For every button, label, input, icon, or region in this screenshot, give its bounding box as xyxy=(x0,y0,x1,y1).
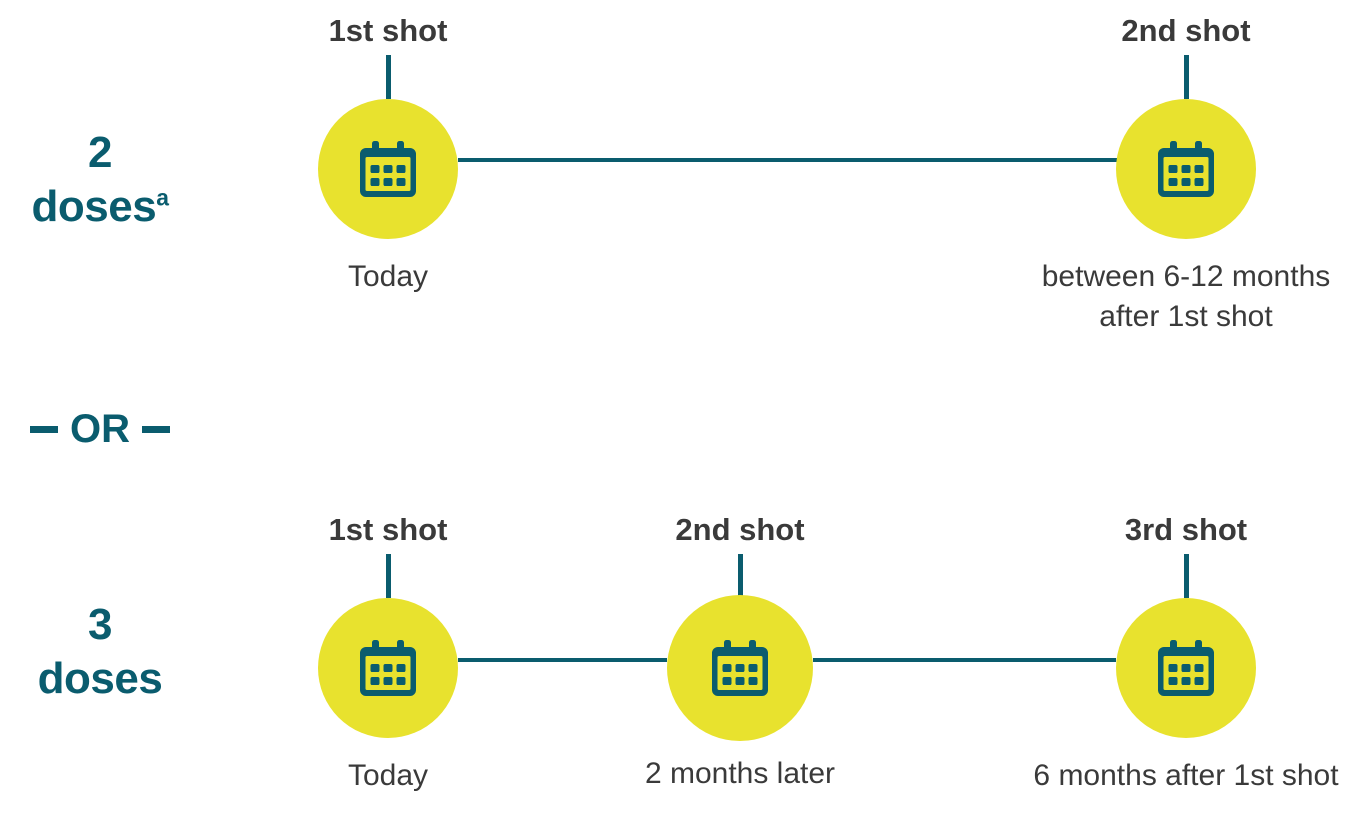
or-dash-left xyxy=(30,425,58,433)
or-divider: OR xyxy=(0,400,200,458)
shot-title-t1: 1st shot xyxy=(328,13,448,48)
stem-line-b2 xyxy=(737,554,743,599)
calendar-icon xyxy=(360,141,416,198)
connector-bottom-1-2 xyxy=(458,658,667,662)
shot-caption-b3: 6 months after 1st shot xyxy=(1033,759,1339,793)
calendar-icon xyxy=(1158,640,1214,697)
shot-caption-t2-line1: between 6-12 months xyxy=(1041,260,1331,294)
stem-line-t2 xyxy=(1183,55,1189,100)
shot-caption-t2-line2: after 1st shot xyxy=(1099,299,1273,333)
calendar-icon xyxy=(712,640,768,697)
calendar-icon xyxy=(1158,141,1214,198)
dose-count-three: 3 xyxy=(88,600,112,649)
shot-title-b2: 2nd shot xyxy=(675,512,805,547)
stem-line-b3 xyxy=(1183,554,1189,599)
shot-title-t2: 2nd shot xyxy=(1121,13,1251,48)
or-label: OR xyxy=(70,407,130,451)
dose-word-three: doses xyxy=(37,653,163,703)
dose-label-two-dose: 2 dosesa xyxy=(0,126,200,233)
connector-top-1-2 xyxy=(458,158,1186,162)
or-dash-right xyxy=(142,425,170,433)
shot-circle-t2[interactable] xyxy=(1116,99,1256,240)
node-three-dose-shot-1: 1st shot Today xyxy=(238,512,538,796)
dose-footnote-marker: a xyxy=(156,184,169,211)
shot-caption-b2: 2 months later xyxy=(644,757,836,791)
shot-caption-b1: Today xyxy=(347,759,429,793)
shot-circle-b3[interactable] xyxy=(1116,598,1256,739)
dose-count-two: 2 xyxy=(88,128,112,177)
connector-bottom-2-3 xyxy=(813,658,1116,662)
shot-circle-b2[interactable] xyxy=(667,595,813,742)
node-two-dose-shot-2: 2nd shot between 6-12 months after 1s xyxy=(1036,13,1336,337)
shot-circle-b1[interactable] xyxy=(318,598,458,739)
shot-title-b3: 3rd shot xyxy=(1124,512,1248,547)
shot-caption-t1: Today xyxy=(347,260,429,294)
dose-label-three-dose: 3 doses xyxy=(0,598,200,705)
stem-line-b1 xyxy=(385,554,391,599)
calendar-icon xyxy=(360,640,416,697)
node-three-dose-shot-2: 2nd shot 2 months later xyxy=(590,512,890,794)
shot-caption-t2: between 6-12 months after 1st shot xyxy=(996,257,1372,337)
node-two-dose-shot-1: 1st shot Today xyxy=(238,13,538,297)
stem-line-t1 xyxy=(385,55,391,100)
dose-word-two: dosesa xyxy=(31,181,169,231)
node-three-dose-shot-3: 3rd shot 6 months after 1st shot xyxy=(1033,512,1338,796)
shot-title-b1: 1st shot xyxy=(328,512,448,547)
shot-circle-t1[interactable] xyxy=(318,99,458,240)
